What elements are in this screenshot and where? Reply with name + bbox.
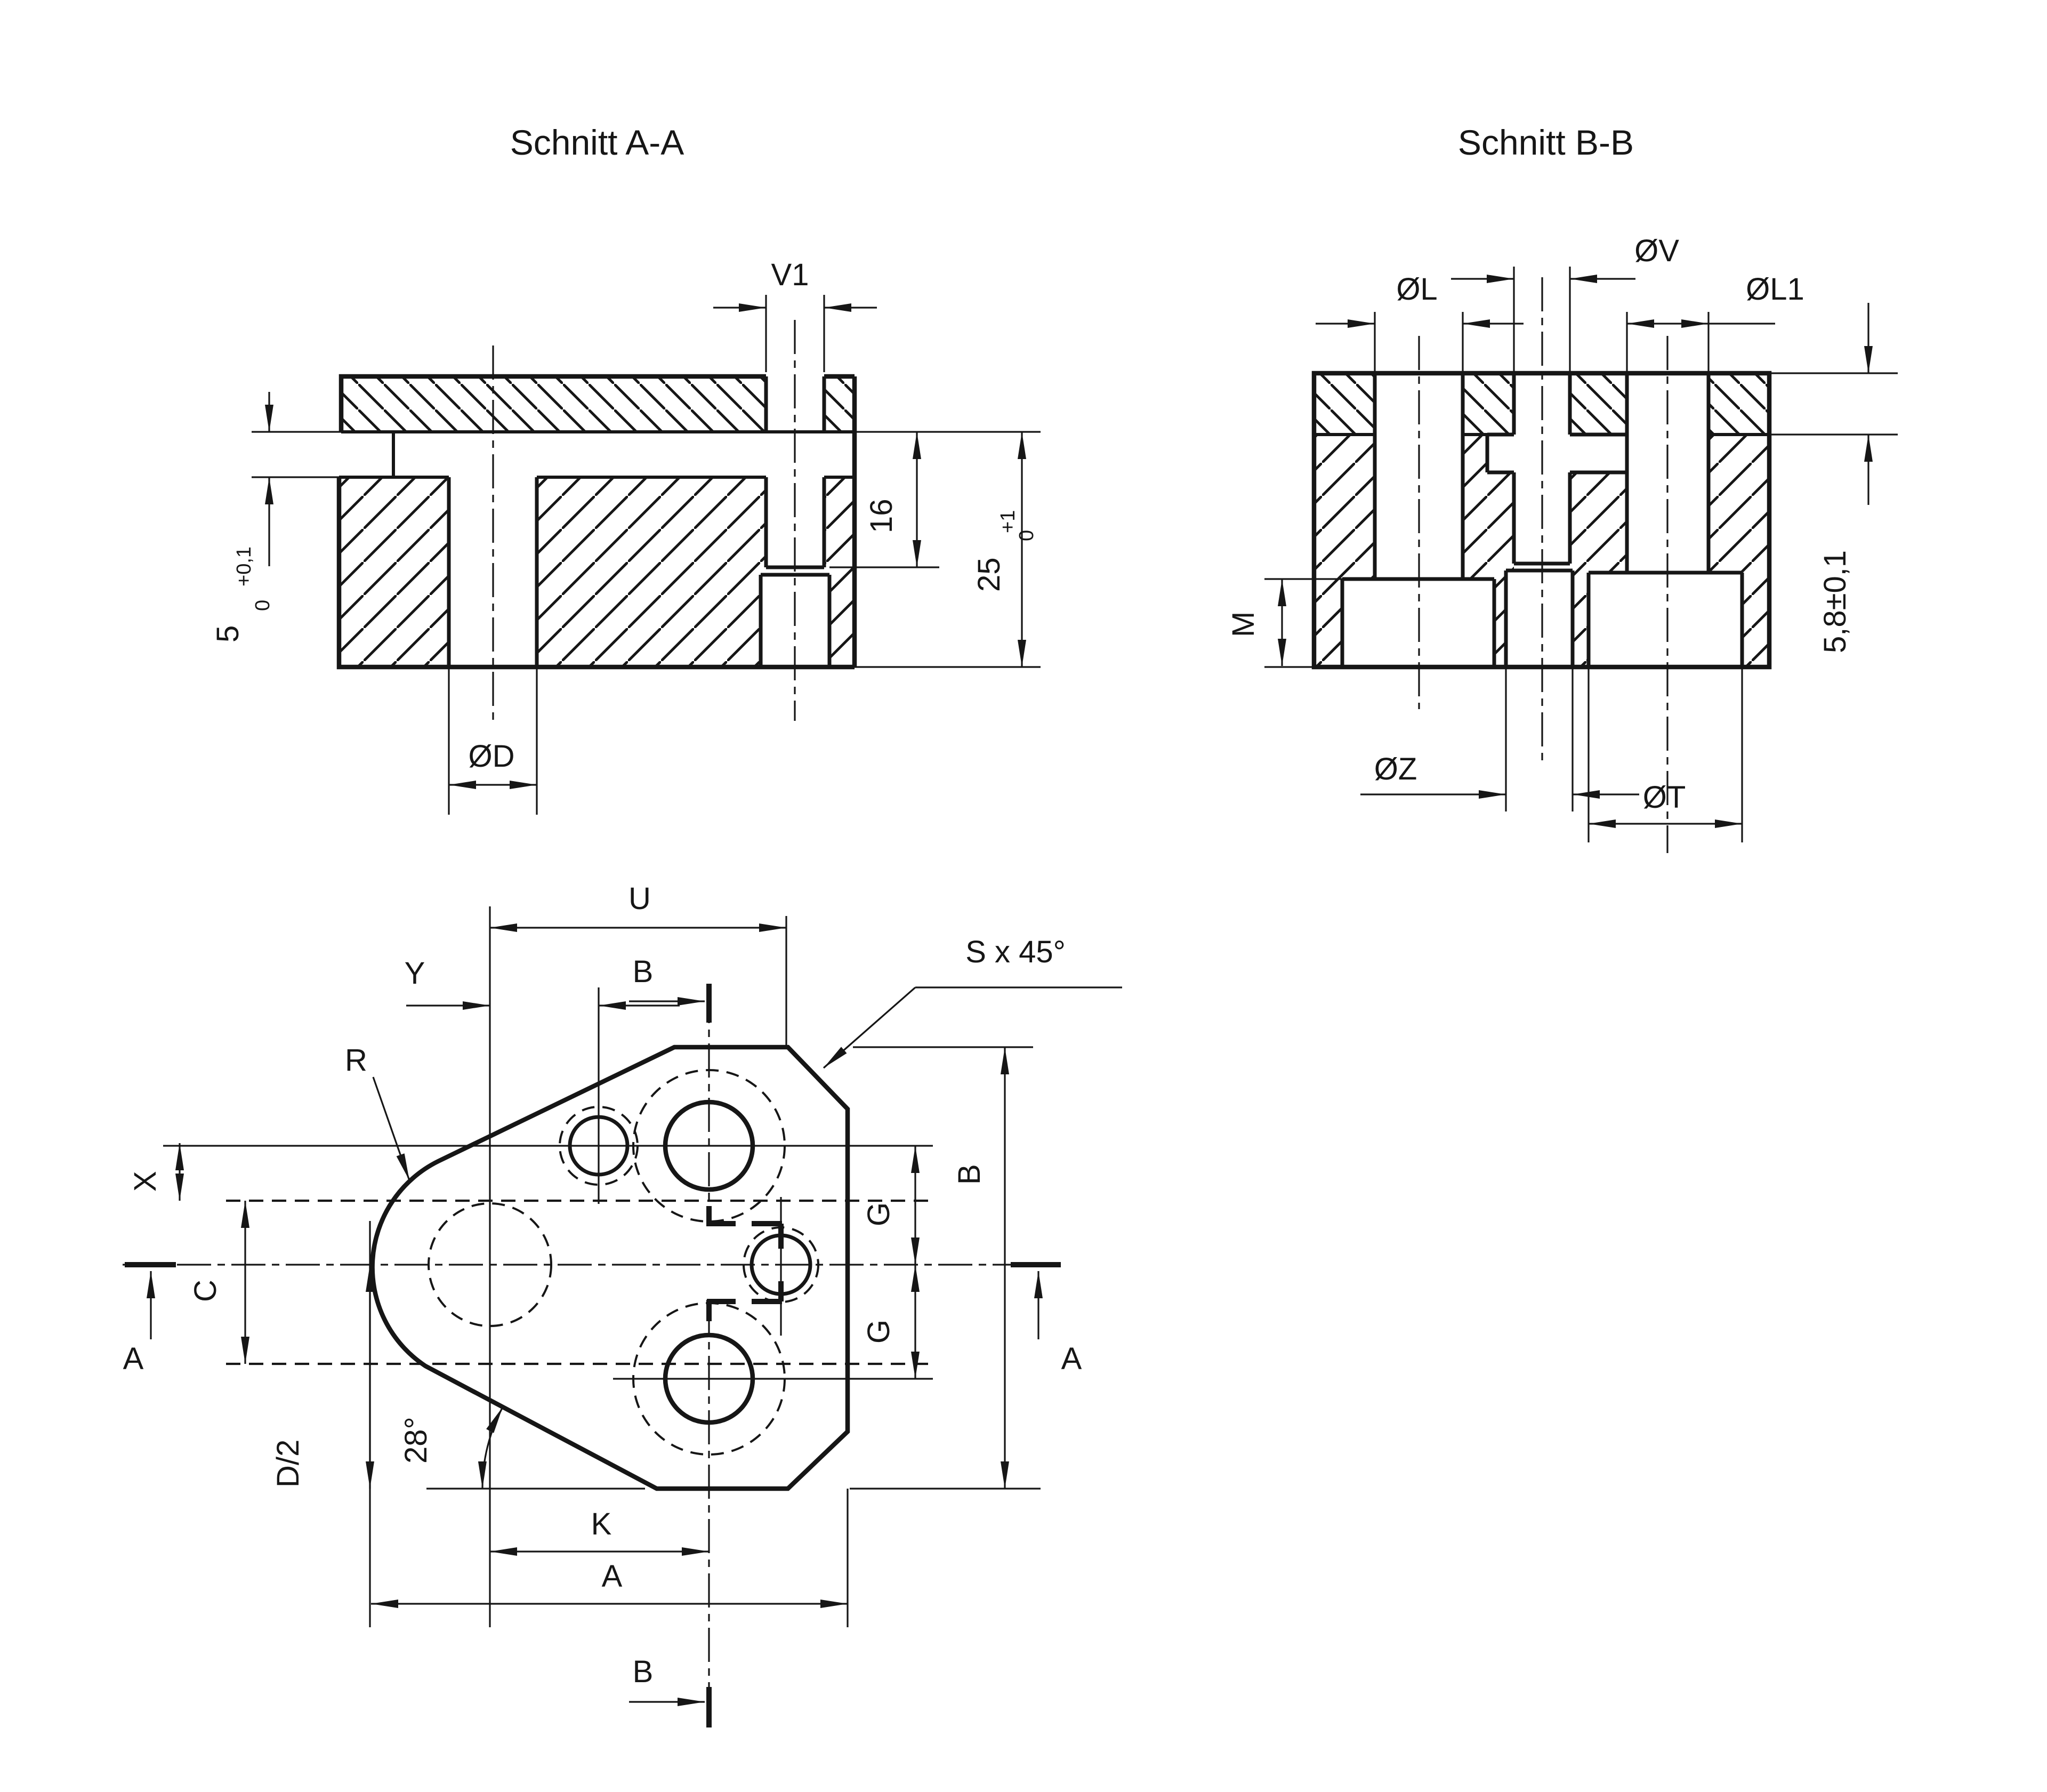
dim-label-slot-height: 5 <box>211 625 245 642</box>
dim-label-y: Y <box>405 956 425 991</box>
title-section-b: Schnitt B-B <box>1458 123 1634 162</box>
dim-label-slot-sup: +0,1 <box>233 547 255 586</box>
plan-r-leader <box>372 1076 410 1181</box>
dim-label-58: 5,8±0,1 <box>1818 550 1852 653</box>
label-cut-b-top: B <box>633 954 654 989</box>
dim-label-b-right: B <box>952 1164 987 1185</box>
dim-label-25-sup: +1 <box>997 510 1019 533</box>
aa-plate-outline-left <box>339 374 766 432</box>
dim-label-g-lower: G <box>861 1320 896 1344</box>
plan-upper-small-dashed <box>559 1106 639 1186</box>
dim-label-ov: ØV <box>1634 234 1679 268</box>
dim-label-u: U <box>628 881 651 916</box>
dim-label-25-sub: 0 <box>1016 530 1038 541</box>
plan-chamfer-leader <box>823 986 916 1069</box>
plan-view: A A B B U Y S x 45° R X <box>123 881 1122 1727</box>
dim-label-v1: V1 <box>771 258 809 292</box>
dim-label-16: 16 <box>864 499 899 533</box>
dim-label-ol1: ØL1 <box>1746 272 1804 307</box>
dim-label-m: M <box>1226 612 1261 637</box>
dim-label-r: R <box>345 1043 367 1078</box>
dim-label-k: K <box>591 1507 612 1541</box>
bb-mid-counterbore <box>1506 570 1573 666</box>
dim-label-ot: ØT <box>1643 780 1686 815</box>
plan-upper-small-hole <box>568 1115 630 1177</box>
dim-label-od: ØD <box>469 739 515 774</box>
dim-label-x: X <box>128 1171 163 1192</box>
section-a-view: V1 5 +0,1 0 16 25 +1 0 ØD <box>211 258 1041 815</box>
dim-label-g-upper: G <box>861 1202 896 1226</box>
dim-label-a-width: A <box>602 1559 623 1594</box>
dim-label-c: C <box>188 1280 223 1302</box>
dim-label-d2: D/2 <box>271 1440 305 1488</box>
label-cut-b-bottom: B <box>633 1654 654 1689</box>
dim-label-chamfer: S x 45° <box>965 935 1066 969</box>
section-b-view: ØL ØV ØL1 5,8±0,1 M ØZ ØT <box>1226 234 1898 853</box>
bb-right-counterbore <box>1589 573 1742 666</box>
label-cut-a-left: A <box>123 1341 144 1376</box>
aa-block-outline <box>336 477 855 670</box>
dim-label-slot-sub: 0 <box>252 600 274 611</box>
dim-label-angle: 28° <box>399 1417 433 1464</box>
title-section-a: Schnitt A-A <box>510 123 684 162</box>
bb-t-head-cavity <box>1487 435 1627 472</box>
label-cut-a-right: A <box>1061 1341 1082 1376</box>
dim-label-25: 25 <box>972 557 1006 592</box>
dim-label-ol: ØL <box>1396 272 1437 307</box>
dim-label-oz: ØZ <box>1374 752 1417 786</box>
plan-angle-arc <box>478 1407 504 1489</box>
